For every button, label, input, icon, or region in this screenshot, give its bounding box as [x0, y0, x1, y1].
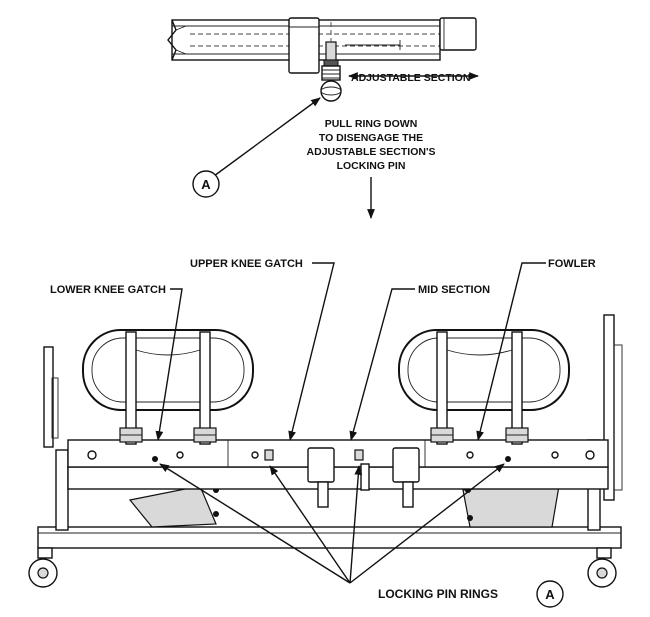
lower-frame-rail: [67, 466, 609, 490]
deck-rail: [67, 439, 609, 468]
center-bracket-left: [307, 447, 335, 483]
caster-right-icon: [587, 547, 617, 588]
base-frame: [37, 526, 622, 549]
pull-ring-icon: [320, 80, 342, 102]
locking-pin-rings-label: LOCKING PIN RINGS: [378, 587, 498, 601]
lift-arm-left: [128, 485, 217, 528]
footboard-post: [43, 346, 54, 448]
bed-frame: [28, 314, 623, 588]
center-bracket-right: [392, 447, 420, 483]
detail-leader-line: [213, 97, 321, 177]
fowler-label: FOWLER: [548, 258, 596, 270]
side-rail-right: [398, 329, 570, 445]
locking-pin-ring-icon: [354, 449, 364, 461]
side-rail-left: [82, 329, 254, 445]
callout-leaders: [155, 262, 546, 584]
instruction-line-4: LOCKING PIN: [337, 160, 406, 172]
detail-marker-bottom-letter: A: [545, 587, 555, 602]
instruction-line-3: ADJUSTABLE SECTION'S: [307, 146, 436, 158]
locking-pin-ring-icon: [264, 449, 274, 461]
detail-marker-bottom: [536, 580, 564, 608]
locking-pin-ring-icon: [152, 456, 158, 462]
instruction-line-1: PULL RING DOWN: [325, 118, 418, 130]
caster-left-icon: [28, 547, 58, 588]
mid-section-label: MID SECTION: [418, 284, 490, 296]
upper-knee-gatch-label: UPPER KNEE GATCH: [190, 258, 303, 270]
instruction-line-2: TO DISENGAGE THE: [319, 132, 423, 144]
detail-marker-top: [192, 170, 220, 198]
lower-knee-gatch-label: LOWER KNEE GATCH: [50, 284, 166, 296]
adjustable-section-label: ADJUSTABLE SECTION: [351, 72, 470, 84]
locking-pin-ring-icon: [505, 456, 511, 462]
detail-marker-top-letter: A: [201, 177, 211, 192]
detail-view: [167, 17, 479, 102]
